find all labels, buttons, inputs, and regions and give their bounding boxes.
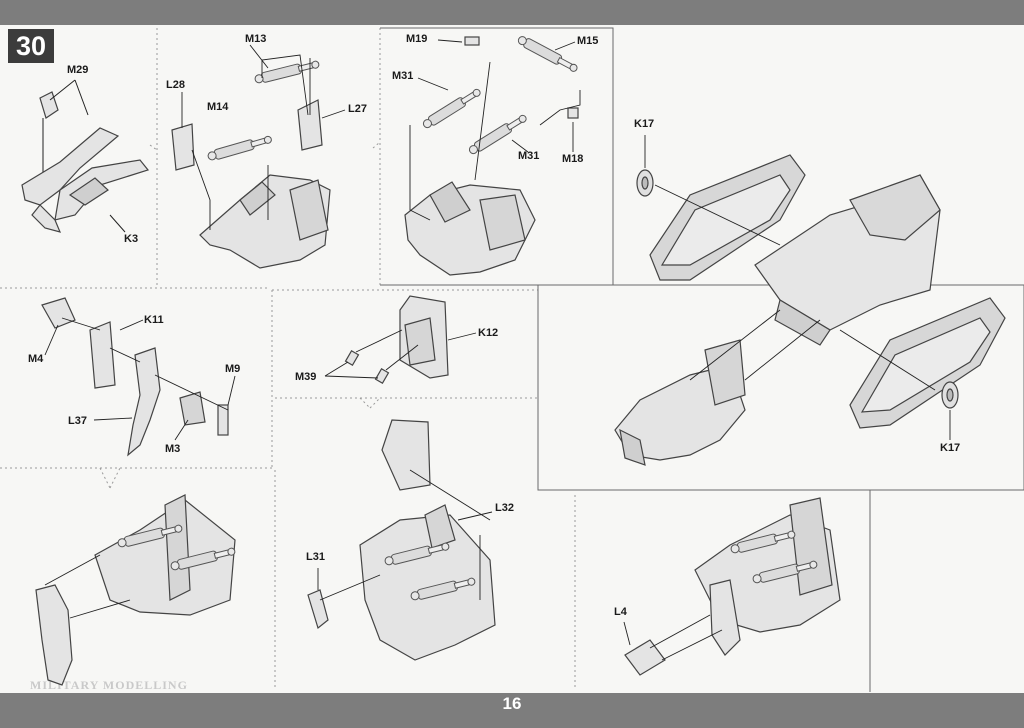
label-m39: M39	[295, 371, 317, 383]
label-m31-bottom: M31	[518, 150, 540, 162]
label-l31: L31	[306, 551, 325, 563]
label-m9: M9	[225, 363, 241, 375]
label-l28: L28	[166, 79, 185, 91]
panel-dividers	[0, 28, 576, 690]
middle-bottom-assembly	[307, 419, 496, 661]
label-l4: L4	[614, 606, 627, 618]
front-blade-assembly	[614, 339, 746, 466]
label-k17-top: K17	[634, 118, 655, 130]
label-m14: M14	[207, 101, 229, 113]
step-number-badge: 30	[8, 29, 54, 63]
ripper-parts	[41, 297, 229, 457]
bottom-right-assembly	[624, 497, 841, 676]
panel2-leaders	[181, 44, 346, 230]
label-m18: M18	[562, 153, 584, 165]
right-track	[849, 297, 1006, 429]
panel3-assembly	[404, 36, 579, 276]
label-k17-bottom: K17	[940, 442, 961, 454]
left-track	[649, 154, 806, 281]
label-m3: M3	[165, 443, 181, 455]
k17-wheel-left	[636, 169, 654, 197]
bl-leaders	[44, 554, 131, 619]
panel3-leaders	[409, 39, 581, 221]
m15-cylinder	[515, 33, 580, 75]
bottom-bar	[0, 693, 1024, 728]
page-number: 16	[502, 694, 522, 713]
label-m15: M15	[577, 35, 599, 47]
k3-frame-part	[21, 91, 150, 233]
m14-cylinder	[206, 133, 274, 163]
label-m29: M29	[67, 64, 89, 76]
vehicle-hull	[754, 174, 941, 346]
k12-bracket	[344, 295, 449, 385]
k17-wheel-right	[941, 381, 959, 409]
label-m4: M4	[28, 353, 44, 365]
panel2-parts	[171, 99, 331, 269]
watermark-text: MILITARY MODELLING	[30, 678, 188, 692]
label-l27: L27	[348, 103, 367, 115]
label-l32: L32	[495, 502, 514, 514]
label-k3: K3	[124, 233, 139, 245]
k12-leaders	[324, 329, 477, 379]
panel1-leaders	[49, 79, 126, 233]
label-m19: M19	[406, 33, 428, 45]
bottom-left-assembly	[35, 494, 236, 686]
label-k12: K12	[478, 327, 499, 339]
label-m13: M13	[245, 33, 267, 45]
label-m31-top: M31	[392, 70, 414, 82]
mb-leaders	[317, 469, 493, 601]
ripper-leaders	[44, 317, 236, 441]
m31-cylinder-top	[420, 86, 483, 131]
label-k11: K11	[144, 314, 164, 326]
top-bar	[0, 0, 1024, 25]
vehicle-leaders	[644, 135, 951, 440]
label-l37: L37	[68, 415, 87, 427]
br-leaders	[623, 614, 723, 661]
